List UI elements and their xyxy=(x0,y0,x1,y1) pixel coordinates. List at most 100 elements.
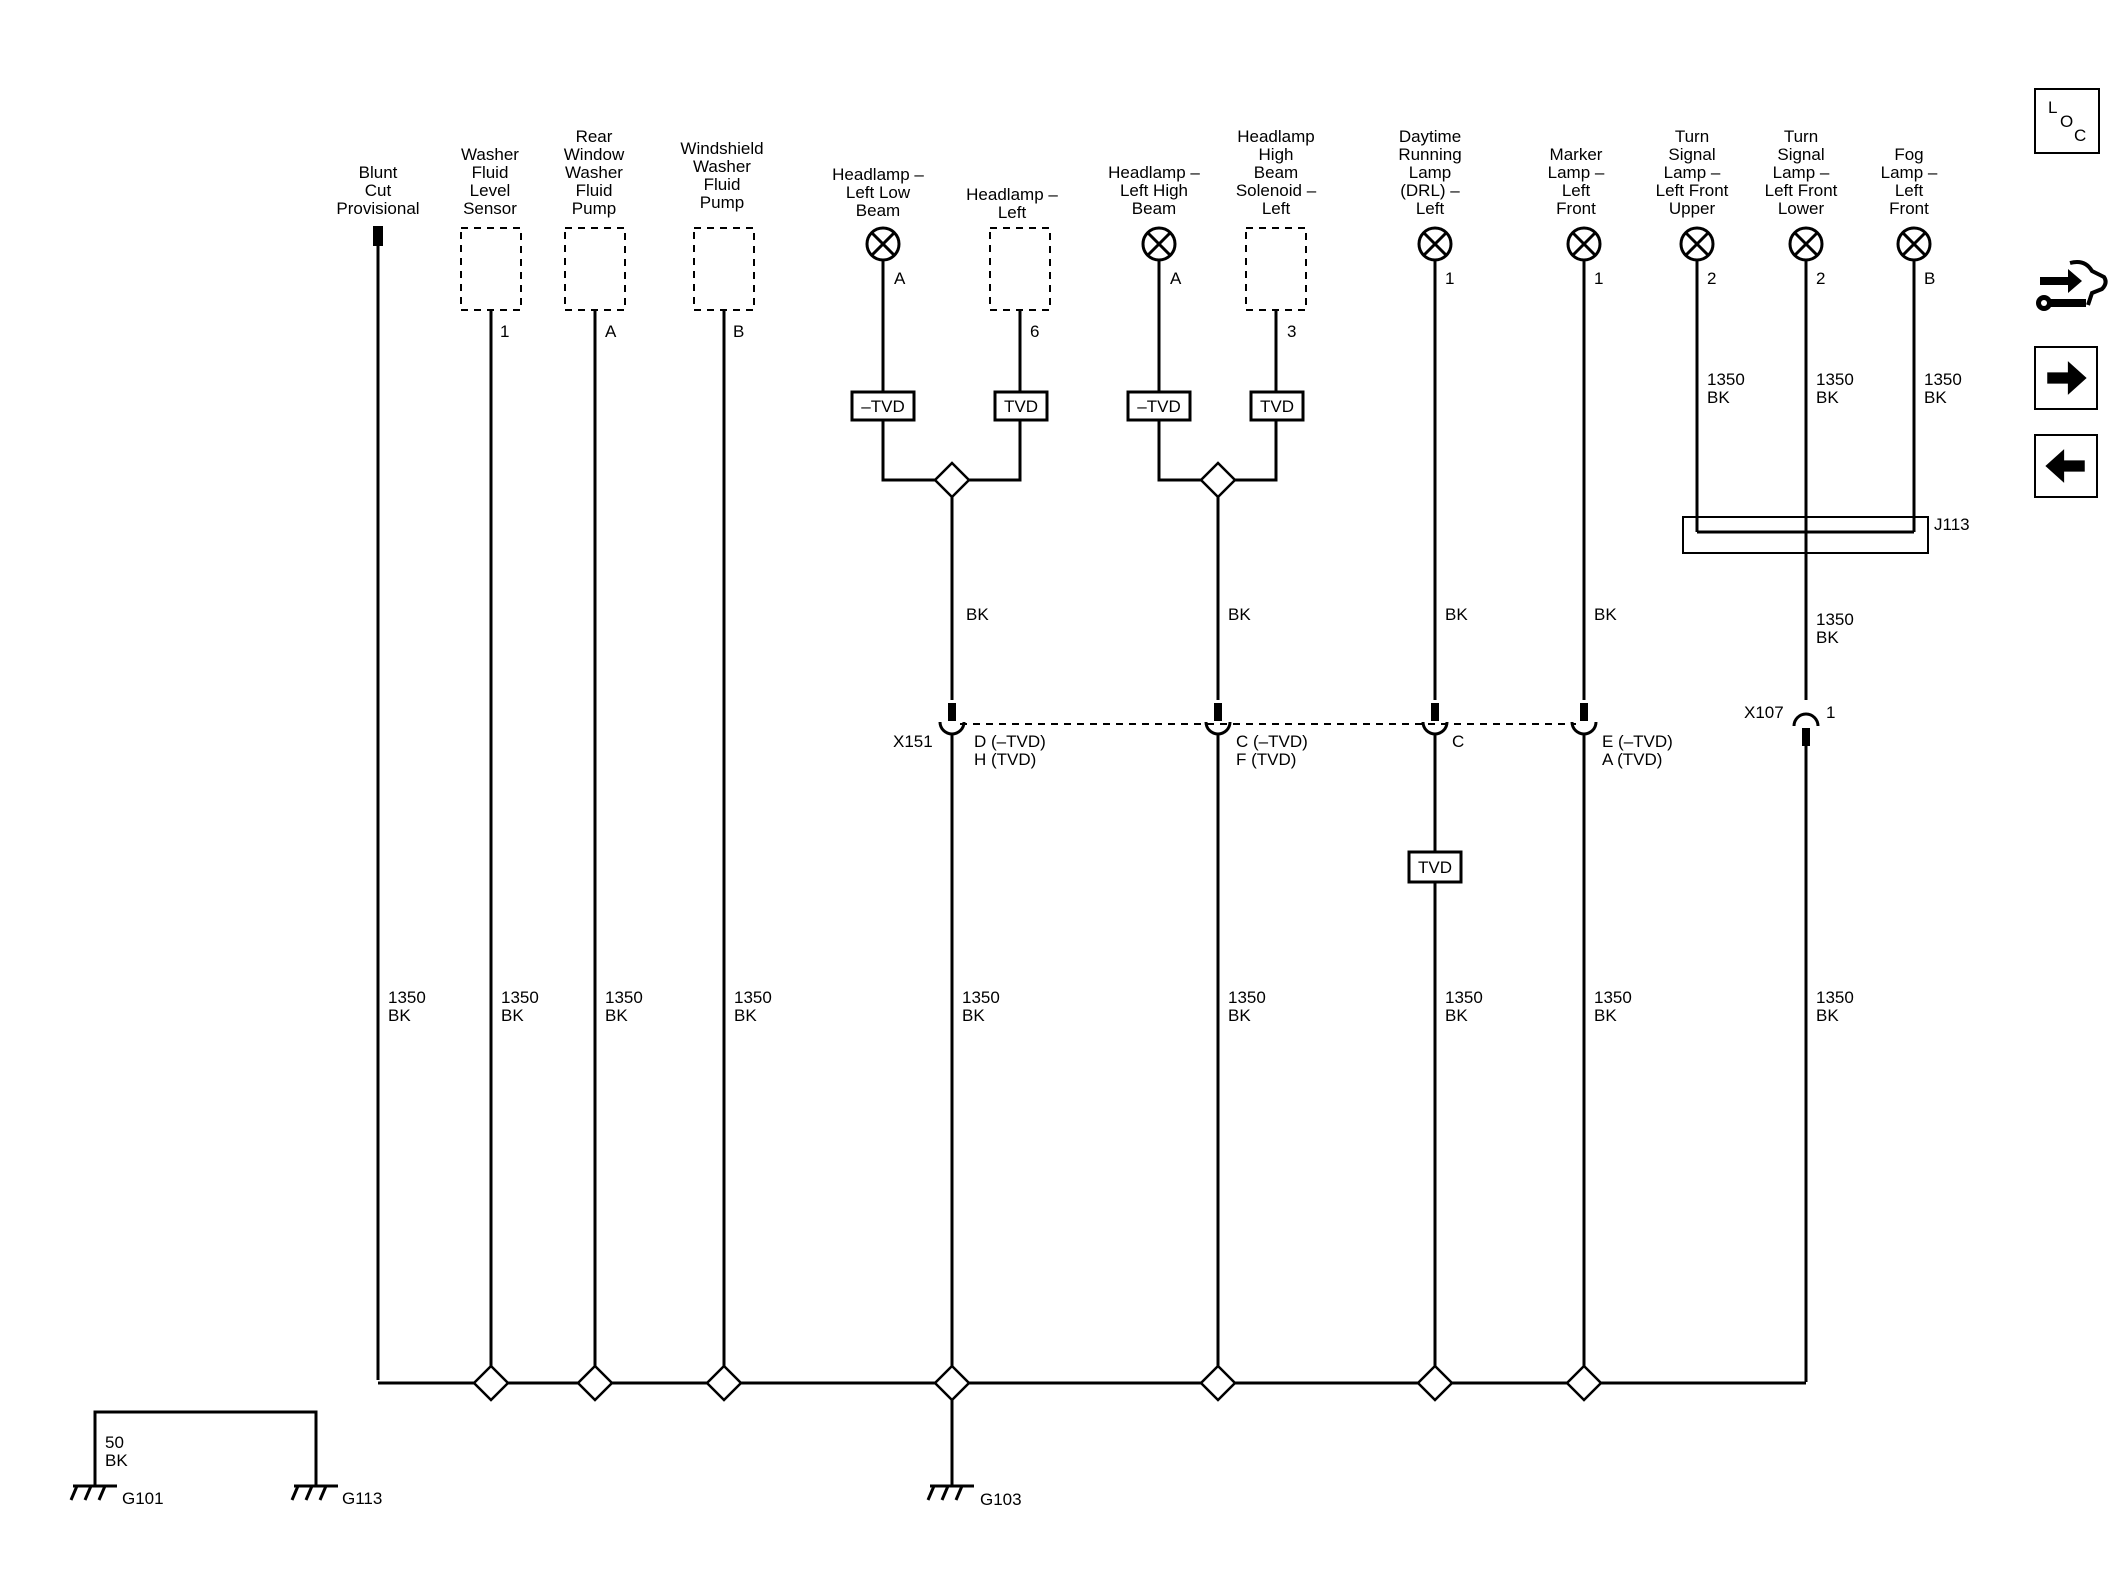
x107-connector xyxy=(1792,712,1820,727)
ground-symbol-icon xyxy=(290,1484,338,1501)
splice-node xyxy=(1199,1364,1237,1402)
x151-pin-marker: E (–TVD)A (TVD) xyxy=(1602,732,1673,769)
lamp-symbol-icon xyxy=(1417,226,1453,262)
pin-headlamp-left: 6 xyxy=(1030,322,1039,341)
pin-turn-lower: 2 xyxy=(1816,269,1825,288)
pin-headlamp-solenoid: 3 xyxy=(1287,322,1296,341)
j113-label: J113 xyxy=(1934,515,1970,534)
ground-symbol-icon xyxy=(69,1484,117,1501)
wire-color-bk: BK xyxy=(1445,605,1468,624)
option-tag-tvd-text: TVD xyxy=(1418,858,1452,877)
tool-icon[interactable] xyxy=(2030,255,2110,325)
splice-node xyxy=(1416,1364,1454,1402)
lamp-symbol-icon xyxy=(1896,226,1932,262)
loc-letter-c: C xyxy=(2074,126,2087,145)
ground-jumper xyxy=(93,1410,318,1486)
pin-drl: 1 xyxy=(1445,269,1454,288)
option-tag-neg-tvd-text: –TVD xyxy=(861,397,904,416)
pin-headlamp-high: A xyxy=(1170,269,1182,288)
pin-windshield-washer-pump: B xyxy=(733,322,744,341)
x151-cavity xyxy=(1421,703,1449,736)
x151-cavity xyxy=(938,703,966,736)
pin-fog: B xyxy=(1924,269,1935,288)
headlamp-solenoid-box xyxy=(1245,227,1307,311)
x151-pin-drl: C xyxy=(1452,732,1464,751)
washer-sensor-box xyxy=(460,227,522,311)
splice-node xyxy=(576,1364,614,1402)
rear-washer-pump-box xyxy=(564,227,626,311)
arrow-left-icon xyxy=(2045,449,2085,483)
loc-letter-o: O xyxy=(2060,112,2074,131)
forward-button[interactable] xyxy=(2034,346,2098,410)
x151-pin-high: C (–TVD)F (TVD) xyxy=(1236,732,1308,769)
lamp-symbol-icon xyxy=(1788,226,1824,262)
ground-g103-label: G103 xyxy=(980,1490,1022,1509)
option-tag-tvd-text: TVD xyxy=(1004,397,1038,416)
arrow-right-icon xyxy=(2047,361,2087,395)
x107-label: X107 xyxy=(1744,703,1784,722)
option-tag-neg-tvd-text: –TVD xyxy=(1137,397,1180,416)
splice-node xyxy=(933,461,971,499)
headlamp-left-box xyxy=(989,227,1051,311)
wire-color-bk: BK xyxy=(1228,605,1251,624)
ground-g113-label: G113 xyxy=(342,1489,382,1508)
blunt-cut-terminal xyxy=(373,226,383,246)
x107-terminal xyxy=(1802,728,1810,746)
x151-label: X151 xyxy=(893,732,933,751)
lamp-symbol-icon xyxy=(1566,226,1602,262)
wire-color-bk: BK xyxy=(966,605,989,624)
x151-pin-low: D (–TVD)H (TVD) xyxy=(974,732,1046,769)
ground-g101-label: G101 xyxy=(122,1489,164,1508)
x107-pin: 1 xyxy=(1826,703,1835,722)
pin-headlamp-low: A xyxy=(894,269,906,288)
pin-turn-upper: 2 xyxy=(1707,269,1716,288)
pin-washer-sensor: 1 xyxy=(500,322,509,341)
back-button[interactable] xyxy=(2034,434,2098,498)
loc-letter-l: L xyxy=(2048,98,2058,117)
splice-node xyxy=(1565,1364,1603,1402)
option-tag-tvd xyxy=(1407,850,1463,884)
pin-rear-washer-pump: A xyxy=(605,322,617,341)
pin-marker: 1 xyxy=(1594,269,1603,288)
headlamp-left-label: Headlamp –Left xyxy=(966,185,1058,222)
lamp-symbol-icon xyxy=(865,226,901,262)
location-button[interactable]: L O C xyxy=(2034,88,2100,154)
lamp-symbol-icon xyxy=(1679,226,1715,262)
ground-symbol-icon xyxy=(926,1484,974,1501)
lamp-symbol-icon xyxy=(1141,226,1177,262)
splice-node xyxy=(933,1364,971,1402)
j113-splice-pack xyxy=(1682,516,1929,554)
option-tag-tvd-text: TVD xyxy=(1260,397,1294,416)
splice-node xyxy=(1199,461,1237,499)
splice-node xyxy=(472,1364,510,1402)
splice-node xyxy=(705,1364,743,1402)
wire-color-bk: BK xyxy=(1594,605,1617,624)
x151-cavity xyxy=(1570,703,1598,736)
